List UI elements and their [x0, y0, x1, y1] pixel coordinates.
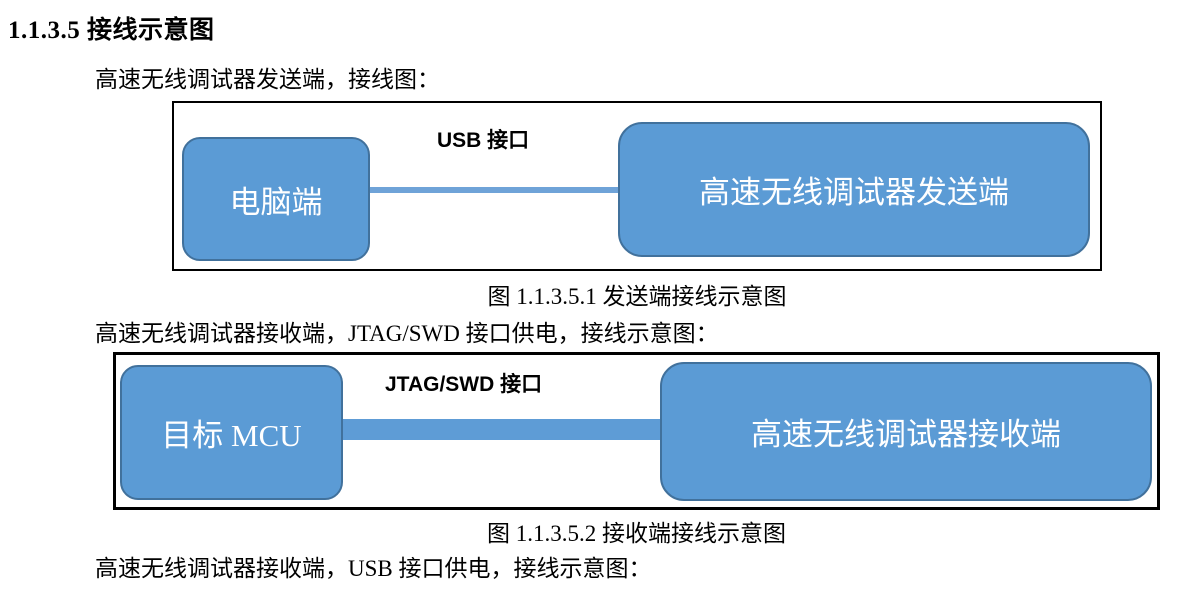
node-transmitter-label: 高速无线调试器发送端: [699, 175, 1009, 210]
node-computer-label: 电脑端: [229, 184, 323, 220]
usb-connector-line: [370, 187, 620, 193]
figure-caption-1: 图 1.1.3.5.1 发送端接线示意图: [487, 284, 787, 309]
usb-interface-label: USB 接口: [437, 129, 530, 152]
intro-paragraph-receiver-jtag: 高速无线调试器接收端，JTAG/SWD 接口供电，接线示意图：: [95, 321, 719, 346]
intro-paragraph-receiver-usb: 高速无线调试器接收端，USB 接口供电，接线示意图：: [95, 556, 652, 581]
figure-caption-2: 图 1.1.3.5.2 接收端接线示意图: [487, 521, 786, 546]
node-wireless-debugger-receiver: 高速无线调试器接收端: [660, 362, 1152, 501]
node-wireless-debugger-transmitter: 高速无线调试器发送端: [618, 122, 1090, 257]
node-computer: 电脑端: [182, 137, 370, 261]
jtag-swd-interface-label: JTAG/SWD 接口: [385, 373, 543, 396]
node-receiver-label: 高速无线调试器接收端: [751, 417, 1061, 452]
node-mcu-label: 目标 MCU: [161, 418, 302, 453]
intro-paragraph-transmitter: 高速无线调试器发送端，接线图：: [95, 67, 440, 92]
jtag-swd-connector-line: [343, 419, 662, 440]
diagram-receiver-frame: 目标 MCU JTAG/SWD 接口 高速无线调试器接收端: [113, 352, 1160, 510]
node-target-mcu: 目标 MCU: [120, 365, 343, 500]
diagram-transmitter-frame: 电脑端 USB 接口 高速无线调试器发送端: [172, 101, 1102, 271]
section-heading: 1.1.3.5 接线示意图: [8, 17, 215, 44]
